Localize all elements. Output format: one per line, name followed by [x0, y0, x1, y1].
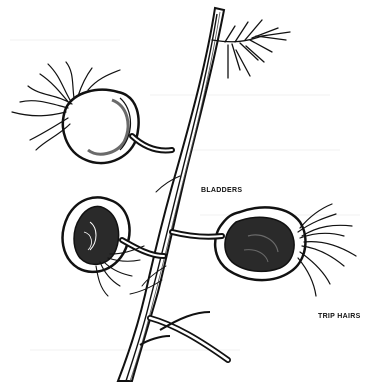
trip-hairs-right: [298, 204, 356, 296]
trip-hairs-label: TRIP HAIRS: [318, 313, 361, 320]
bladder-middle-left: [63, 197, 164, 272]
bladder-top-left: [63, 90, 172, 163]
lower-branch: [140, 312, 228, 360]
bladder-right: [172, 207, 305, 280]
feathery-leaf-top: [212, 20, 290, 78]
bladders-label: BLADDERS: [201, 187, 242, 194]
